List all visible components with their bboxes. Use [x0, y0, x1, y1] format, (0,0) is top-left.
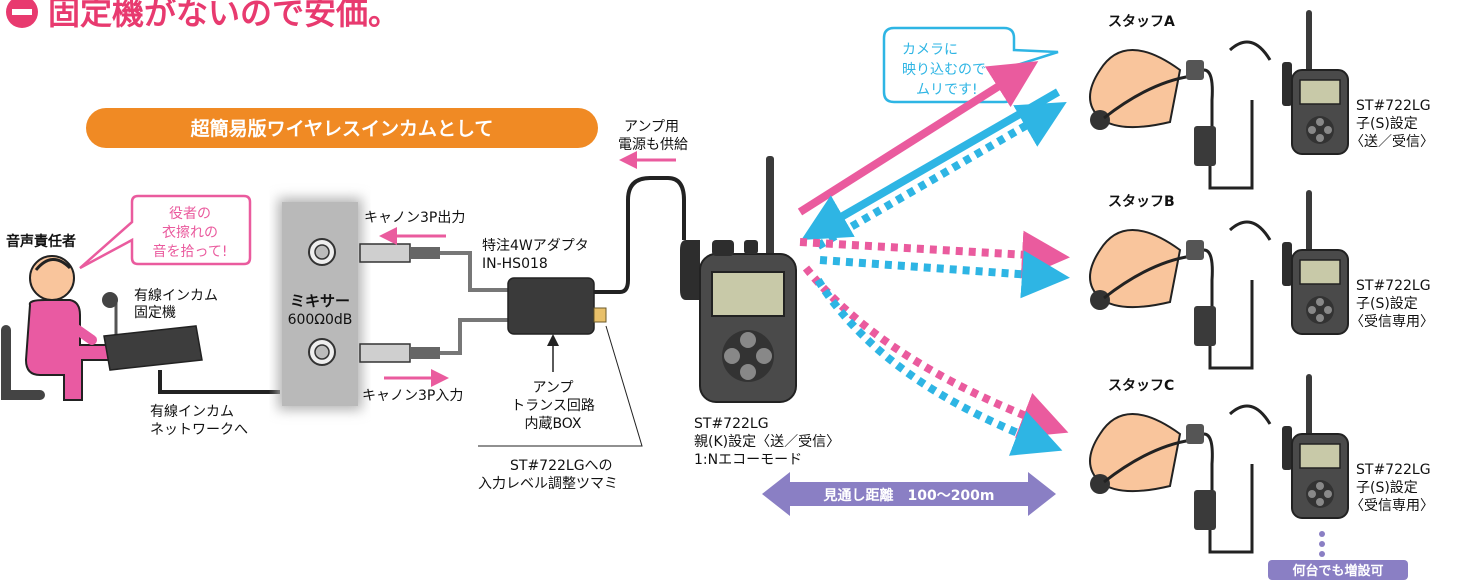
staff-model: ST#722LG	[1356, 462, 1431, 478]
mixer: ミキサー 600Ω0dB	[278, 198, 362, 410]
mixer-label: ミキサー	[290, 292, 350, 310]
wired-base-line1: 有線インカム	[134, 288, 218, 304]
actor-bubble-line1: 役者の	[169, 206, 211, 222]
signal-to-staff-a-tx	[797, 61, 1039, 216]
cannon-in-connector: キャノン3P入力	[359, 318, 510, 404]
signal-to-staff-c-1	[802, 265, 1069, 438]
level-knob-line2: 入力レベル調整ツマミ	[478, 476, 618, 492]
cannon-out-connector: キャノン3P出力	[359, 210, 510, 292]
parent-radio: ST#722LG 親(K)設定〈送／受信〉 1:Nエコーモード	[680, 156, 840, 468]
actor-bubble: 役者の 衣擦れの 音を拾って!	[79, 194, 252, 270]
signal-arrows	[797, 61, 1070, 456]
camera-bubble-line1: カメラに	[902, 42, 958, 58]
banner: 超簡易版ワイヤレスインカムとして	[86, 108, 598, 148]
heading-text: 固定機がないので安価。	[48, 0, 400, 32]
heading: 固定機がないので安価。	[6, 0, 400, 32]
staff-setting: 子(S)設定	[1356, 116, 1418, 132]
wired-network-line1: 有線インカム	[150, 404, 234, 420]
parent-radio-model: ST#722LG	[694, 416, 769, 432]
banner-text: 超簡易版ワイヤレスインカムとして	[190, 117, 494, 140]
wired-base-station: 有線インカム 固定機 有線インカム ネットワークへ	[102, 288, 280, 438]
cannon-in-label: キャノン3P入力	[362, 388, 463, 404]
engineer-head-icon	[29, 255, 75, 301]
staff-mode: 〈送／受信〉	[1350, 134, 1434, 150]
level-knob-line1: ST#722LGへの	[510, 458, 613, 474]
adapter-line2: IN-HS018	[482, 256, 548, 272]
signal-from-staff-a	[801, 88, 1060, 240]
expand-badge: 何台でも増設可	[1268, 531, 1408, 580]
parent-radio-setting: 親(K)設定〈送／受信〉	[694, 434, 840, 450]
wired-network-line2: ネットワークへ	[150, 422, 248, 438]
chair-icon	[1, 325, 45, 400]
parent-antenna-icon	[766, 156, 774, 260]
amp-box-line2: トランス回路	[511, 398, 595, 414]
staff-unit-a: スタッフA ST#722LG 子(S)設定 〈送／受信〉	[1089, 10, 1434, 190]
staff-model: ST#722LG	[1356, 278, 1431, 294]
camera-bubble: カメラに 映り込むので ムリです!	[882, 26, 1059, 104]
camera-bubble-line2: 映り込むので	[902, 62, 986, 78]
camera-bubble-line3: ムリです!	[916, 82, 978, 98]
amp-power-line1: アンプ用	[624, 119, 679, 135]
signal-to-staff-b-2	[819, 250, 1070, 299]
parent-display	[711, 271, 785, 317]
level-knob-icon	[593, 307, 607, 323]
amp-box-line3: 内蔵BOX	[524, 416, 581, 432]
signal-to-staff-a-rx	[815, 101, 1067, 250]
headset-mic-icon	[1090, 110, 1110, 130]
staff-setting: 子(S)設定	[1356, 296, 1418, 312]
cannon-out-label: キャノン3P出力	[364, 210, 465, 226]
staff-mode: 〈受信専用〉	[1350, 498, 1434, 514]
staff-name: スタッフC	[1108, 378, 1174, 394]
sound-engineer: 音声責任者	[1, 233, 113, 401]
level-knob-note: ST#722LGへの 入力レベル調整ツマミ	[478, 325, 643, 492]
signal-to-staff-b-1	[799, 230, 1070, 279]
actor-bubble-line2: 衣擦れの	[162, 224, 218, 241]
staff-unit-c: スタッフC ST#722LG 子(S)設定 〈受信専用〉	[1089, 374, 1434, 554]
staff-model: ST#722LG	[1356, 98, 1431, 114]
distance-label: 見通し距離 100〜200m	[822, 487, 994, 504]
amp-power-line2: 電源も供給	[618, 137, 688, 153]
wired-base-line2: 固定機	[134, 305, 176, 321]
staff-name: スタッフB	[1108, 194, 1175, 210]
adapter-box: 特注4Wアダプタ IN-HS018 アンプ トランス回路 内蔵BOX	[482, 176, 686, 432]
parent-radio-mode: 1:Nエコーモード	[694, 452, 802, 468]
signal-to-staff-c-2	[814, 277, 1063, 456]
engineer-body-icon	[24, 299, 113, 401]
amp-box-line1: アンプ	[532, 380, 573, 396]
staff-mode: 〈受信専用〉	[1350, 314, 1434, 330]
staff-unit-b: スタッフB ST#722LG 子(S)設定 〈受信専用〉	[1089, 190, 1434, 370]
amp-power-note: アンプ用 電源も供給	[618, 119, 688, 169]
headset-mic-icon	[1090, 474, 1110, 494]
distance-arrow: 見通し距離 100〜200m	[762, 472, 1056, 516]
headset-mic-icon	[1090, 290, 1110, 310]
adapter-line1: 特注4Wアダプタ	[482, 238, 589, 254]
sound-engineer-label: 音声責任者	[6, 233, 76, 250]
mixer-spec: 600Ω0dB	[288, 312, 353, 328]
actor-bubble-line3: 音を拾って!	[153, 243, 228, 260]
expand-label: 何台でも増設可	[1292, 563, 1383, 579]
staff-setting: 子(S)設定	[1356, 480, 1418, 496]
staff-name: スタッフA	[1108, 14, 1175, 30]
